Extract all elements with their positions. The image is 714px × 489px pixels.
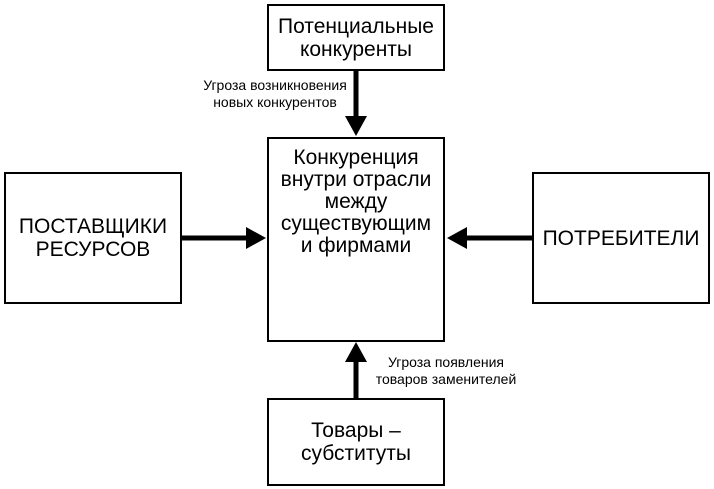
competition-text: Конкуренция внутри отрасли между существ… bbox=[280, 146, 432, 257]
substitutes-text: Товары – субституты bbox=[301, 419, 411, 465]
arrow-suppliers bbox=[182, 227, 266, 249]
arrow-new-competitors bbox=[345, 71, 367, 136]
arrow-consumers bbox=[447, 227, 532, 249]
suppliers-text: ПОСТАВЩИКИ РЕСУРСОВ bbox=[18, 215, 168, 261]
arrow-substitutes bbox=[345, 342, 367, 398]
substitutes-box: Товары – субституты bbox=[267, 398, 445, 486]
threat-new-competitors-label: Угроза возникновения новых конкурентов bbox=[203, 77, 347, 110]
potential-competitors-text: Потенциальные конкуренты bbox=[278, 14, 434, 61]
potential-competitors-box: Потенциальные конкуренты bbox=[267, 4, 445, 71]
threat-substitutes-label: Угроза появления товаров заменителей bbox=[375, 354, 517, 387]
suppliers-box: ПОСТАВЩИКИ РЕСУРСОВ bbox=[4, 172, 182, 304]
consumers-text: ПОТРЕБИТЕЛИ bbox=[542, 226, 700, 250]
consumers-box: ПОТРЕБИТЕЛИ bbox=[532, 172, 710, 304]
competition-box: Конкуренция внутри отрасли между существ… bbox=[267, 137, 445, 342]
